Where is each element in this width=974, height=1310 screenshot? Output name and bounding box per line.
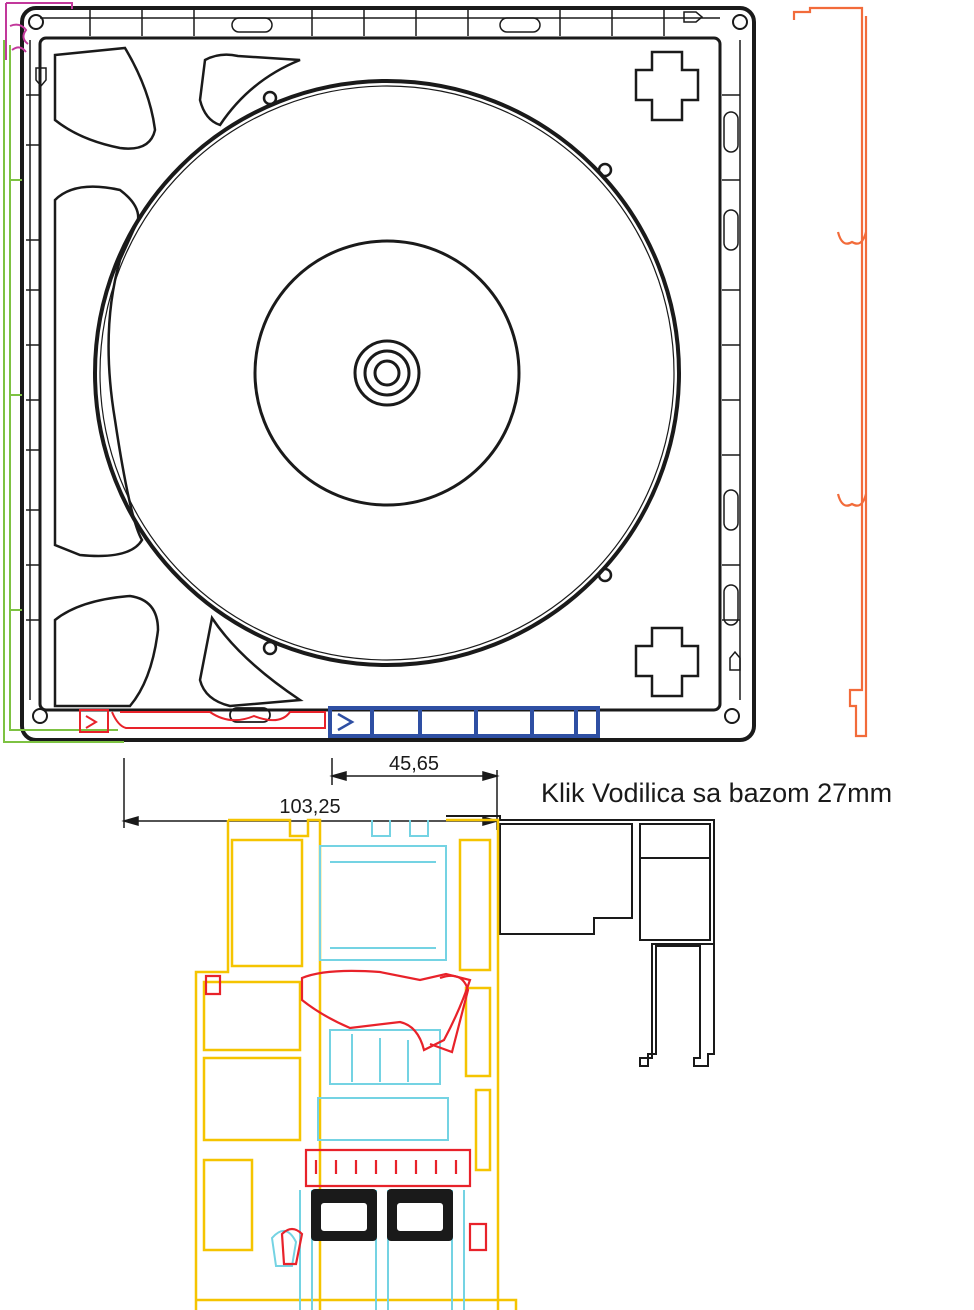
window-seals-red bbox=[204, 969, 488, 1266]
axle-ring-2 bbox=[363, 349, 411, 397]
bottom-slot bbox=[229, 707, 271, 723]
roller-drum-outer bbox=[93, 79, 681, 667]
dimension-inner-label: 45,65 bbox=[389, 753, 439, 775]
drum-bolt bbox=[597, 162, 613, 178]
roller-drum-inner-ring bbox=[99, 85, 675, 661]
rail-profile-black bbox=[446, 815, 715, 1067]
box-outer-casing bbox=[20, 6, 756, 742]
caption-label: Klik Vodilica sa bazom 27mm bbox=[541, 778, 893, 808]
guide-rail-orange bbox=[792, 6, 868, 738]
left-lobe-middle bbox=[53, 185, 144, 558]
axle-ring-1 bbox=[353, 339, 421, 407]
base-profile-blue bbox=[328, 706, 600, 738]
bottom-bridge bbox=[198, 614, 304, 708]
axle-ring-3 bbox=[373, 359, 401, 387]
corner-clip-magenta bbox=[5, 2, 73, 60]
box-right-ribs bbox=[722, 40, 741, 700]
corner-screw-top-right bbox=[732, 14, 748, 30]
drum-bolt bbox=[597, 567, 613, 583]
window-frame-yellow bbox=[194, 818, 518, 1310]
arrow-marker-right bbox=[683, 11, 704, 23]
drum-bolt bbox=[262, 640, 278, 656]
arrow-marker-left bbox=[35, 67, 47, 88]
corner-screw-bottom-right bbox=[724, 708, 740, 724]
top-bridge bbox=[198, 53, 301, 127]
seal-strip-red bbox=[79, 709, 326, 733]
left-lobe-bottom bbox=[53, 594, 160, 708]
roller-box bbox=[20, 6, 756, 742]
box-top-ribs bbox=[40, 10, 720, 36]
box-left-ribs bbox=[26, 40, 40, 700]
roller-core bbox=[253, 239, 521, 507]
dimension-outer-label: 103,25 bbox=[279, 796, 340, 818]
box-side-profile-green bbox=[3, 40, 124, 743]
arrow-marker-bottom-right bbox=[729, 650, 741, 671]
corner-screw-bottom-left bbox=[32, 708, 48, 724]
box-inner-wall bbox=[38, 36, 722, 712]
left-lobe-top bbox=[53, 46, 157, 150]
corner-block-bottom-right bbox=[634, 626, 700, 698]
glazing-beads-black bbox=[311, 1189, 453, 1241]
corner-screw-top-left bbox=[28, 14, 44, 30]
corner-block-top-right bbox=[634, 50, 700, 122]
drum-bolt bbox=[262, 90, 278, 106]
